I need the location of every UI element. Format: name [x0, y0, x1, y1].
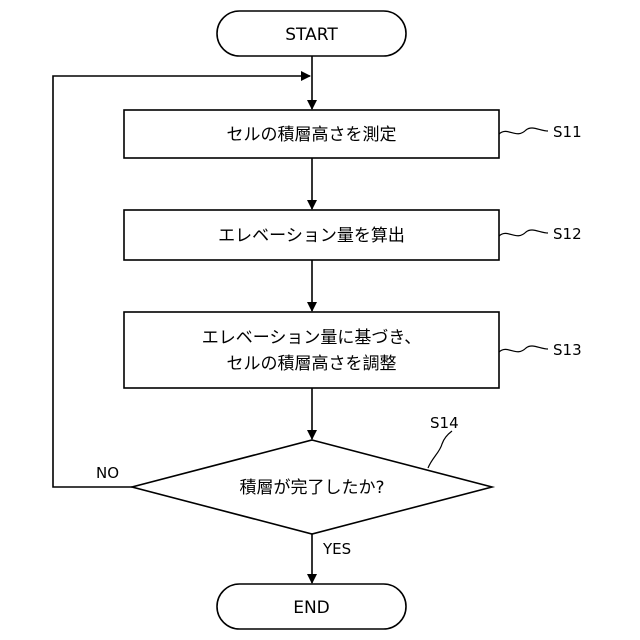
- s13-text-line1: エレベーション量に基づき、: [202, 328, 421, 348]
- process-s13: エレベーション量に基づき、 セルの積層高さを調整: [124, 312, 499, 388]
- s11-text: セルの積層高さを測定: [227, 125, 397, 145]
- s13-label: S13: [553, 341, 582, 359]
- process-s12: エレベーション量を算出: [124, 210, 499, 260]
- s11-label: S11: [553, 123, 582, 141]
- s13-leader: [499, 346, 548, 352]
- start-terminator: START: [217, 11, 406, 56]
- s11-leader: [499, 128, 548, 134]
- yes-label: YES: [322, 540, 351, 558]
- end-terminator: END: [217, 584, 406, 629]
- s14-text: 積層が完了したか?: [239, 478, 384, 498]
- s12-text: エレベーション量を算出: [218, 226, 405, 246]
- start-label: START: [285, 25, 338, 45]
- process-s11: セルの積層高さを測定: [124, 110, 499, 158]
- s13-text-line2: セルの積層高さを調整: [227, 354, 397, 374]
- no-label: NO: [96, 464, 119, 482]
- decision-s14: 積層が完了したか?: [132, 440, 492, 534]
- end-label: END: [293, 598, 330, 618]
- s12-label: S12: [553, 225, 582, 243]
- s14-label: S14: [430, 414, 459, 432]
- s14-leader: [428, 431, 452, 468]
- s12-leader: [499, 230, 548, 236]
